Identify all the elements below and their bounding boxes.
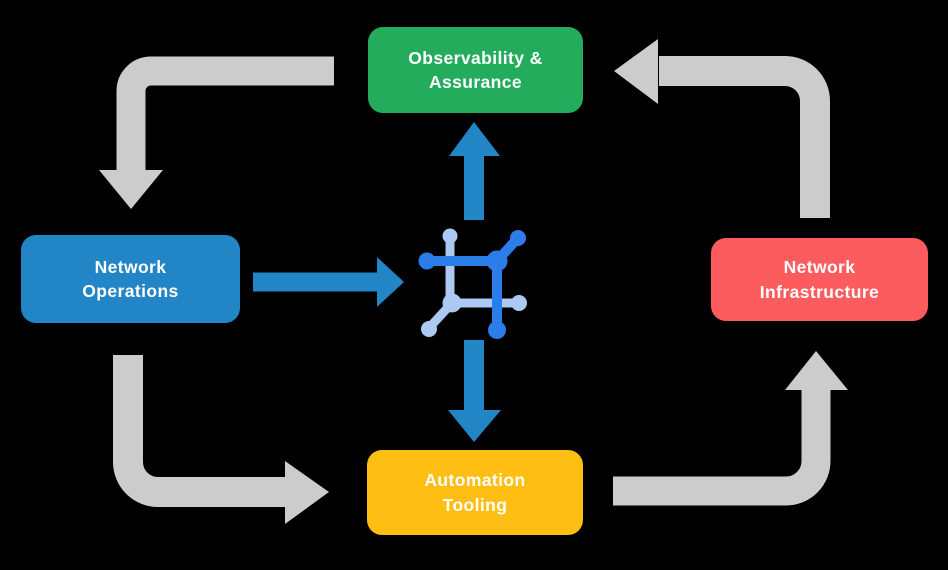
arrow-operations-to-automation-shaft (113, 355, 286, 507)
arrow-operations-to-automation (113, 355, 329, 524)
arrow-observability-to-operations-arrowhead (99, 170, 163, 209)
node-network-infrastructure: Network Infrastructure (711, 238, 928, 321)
node-network-operations: Network Operations (21, 235, 240, 323)
arrow-automation-to-infrastructure-shaft (613, 389, 831, 506)
node-observability-assurance: Observability & Assurance (368, 27, 583, 113)
arrow-center-to-observability-arrowhead (449, 122, 500, 156)
icon-top-right-corner-node (486, 250, 508, 272)
arrow-infrastructure-to-observability-shaft (659, 56, 830, 218)
network-mesh-icon (418, 228, 527, 339)
icon-top-right-node (510, 230, 526, 246)
icon-bottom-node (488, 321, 506, 339)
arrow-observability-to-operations (99, 56, 334, 209)
icon-bottom-left-corner-node (442, 293, 462, 313)
icon-right-node (511, 295, 527, 311)
arrow-observability-to-operations-shaft (116, 56, 334, 171)
arrow-center-to-automation (448, 340, 501, 442)
icon-top-node (442, 228, 458, 244)
node-automation-tooling: Automation Tooling (367, 450, 583, 535)
node-automation-tooling-label: Automation Tooling (424, 470, 526, 515)
arrow-operations-to-center (253, 257, 404, 307)
arrow-operations-to-automation-arrowhead (285, 461, 329, 524)
arrow-infrastructure-to-observability-arrowhead (614, 39, 658, 104)
arrow-automation-to-infrastructure-arrowhead (785, 351, 848, 390)
node-observability-assurance-label: Observability & Assurance (408, 47, 543, 92)
node-network-operations-label: Network Operations (82, 256, 179, 301)
arrow-infrastructure-to-observability (614, 39, 830, 218)
arrow-automation-to-infrastructure (613, 351, 848, 506)
icon-left-node (418, 252, 436, 270)
arrow-center-to-observability (449, 122, 500, 220)
node-network-infrastructure-label: Network Infrastructure (759, 257, 880, 302)
icon-bottom-left-node (421, 321, 437, 337)
arrow-center-to-automation-arrowhead (448, 410, 501, 442)
arrow-operations-to-center-arrowhead (377, 257, 404, 307)
